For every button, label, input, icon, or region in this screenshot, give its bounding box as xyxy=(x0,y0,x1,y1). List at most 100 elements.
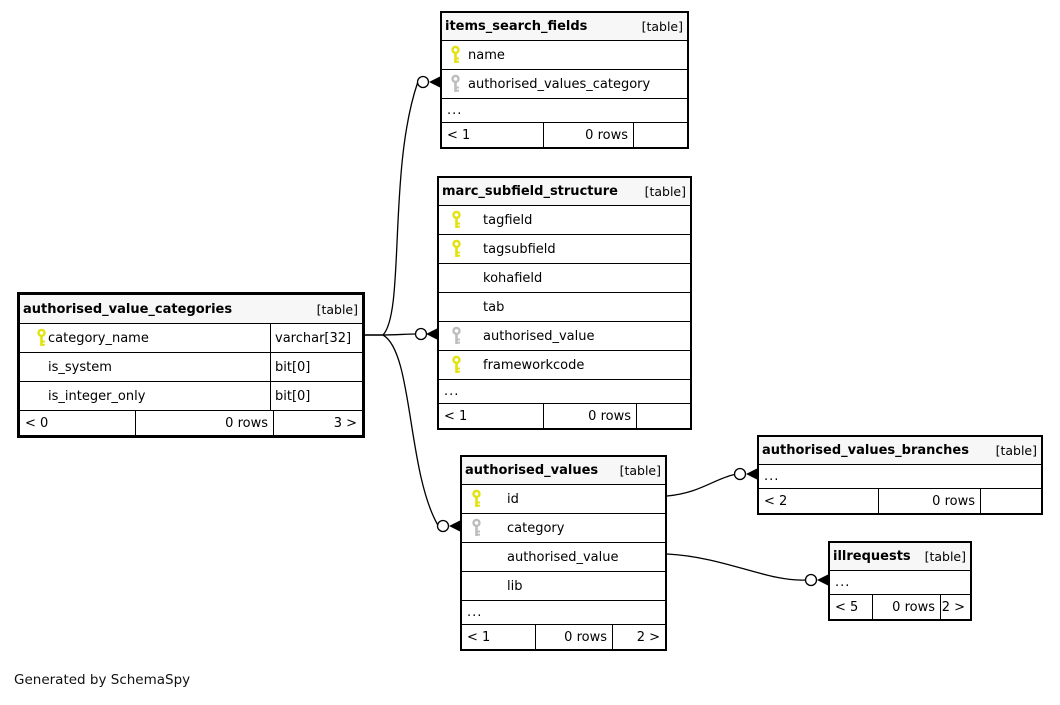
foreign-key-icon xyxy=(472,518,481,536)
table-authorised-values-branches[interactable]: authorised_values_branches [table]... < 2 0… xyxy=(757,435,1043,515)
footer-row-count: 0 rows xyxy=(878,489,980,513)
table-type-badge: [table] xyxy=(924,549,966,564)
footer-children-count: 2 > xyxy=(612,625,665,649)
column-name: tagfield xyxy=(483,212,533,228)
table-items-search-fields[interactable]: items_search_fields [table] name authorised… xyxy=(440,11,689,149)
footer-parents-count: < 1 xyxy=(444,408,468,424)
edge-arrowhead xyxy=(746,468,758,480)
table-footer: < 1 0 rows xyxy=(439,403,690,428)
primary-key-icon xyxy=(452,239,461,257)
table-header[interactable]: marc_subfield_structure[table] xyxy=(439,178,690,205)
edge-authorised-values-to-illrequests xyxy=(666,553,806,581)
column-name: category xyxy=(507,520,565,536)
column-type: bit[0] xyxy=(270,353,362,381)
footer-row-count: 0 rows xyxy=(543,123,633,147)
column-name: name xyxy=(468,47,505,63)
column-row-category_name: category_name varchar[32] xyxy=(20,323,362,352)
column-row-tagsubfield: tagsubfield xyxy=(439,234,690,263)
table-header[interactable]: authorised_value_categories [table] xyxy=(20,295,362,323)
footer-children-count xyxy=(980,489,1041,513)
column-row-is_system: is_system bit[0] xyxy=(20,352,362,381)
table-name[interactable]: authorised_values_branches xyxy=(762,443,969,458)
column-name: is_integer_only xyxy=(48,388,146,404)
table-type-badge: [table] xyxy=(619,463,661,478)
table-type-badge: [table] xyxy=(641,19,683,34)
column-type: varchar[32] xyxy=(270,324,362,352)
table-authorised-values[interactable]: authorised_values [table] id category author… xyxy=(460,455,667,651)
column-type: bit[0] xyxy=(270,382,362,410)
more-columns-ellipsis: ... xyxy=(830,570,970,594)
generated-by-note: Generated by SchemaSpy xyxy=(14,672,191,688)
table-header[interactable]: illrequests [table] xyxy=(830,543,970,570)
edge-arrowhead xyxy=(426,328,438,340)
column-name: tagsubfield xyxy=(483,241,556,257)
more-columns-ellipsis: ... xyxy=(442,98,687,122)
footer-parents-count: < 0 xyxy=(25,415,49,431)
table-footer: < 1 0 rows xyxy=(442,122,687,147)
footer-children-count xyxy=(633,123,687,147)
footer-parents-count: < 1 xyxy=(447,127,471,143)
table-name[interactable]: authorised_values xyxy=(465,463,599,478)
edge-authorised-values-to-branches xyxy=(666,473,735,497)
table-name[interactable]: authorised_value_categories xyxy=(23,301,233,317)
foreign-key-icon xyxy=(451,74,460,92)
column-name: tab xyxy=(483,299,505,315)
column-row-authorised_value: authorised_value xyxy=(462,542,665,571)
edge-categories-to-authorised-values xyxy=(365,334,439,525)
edge-arrowhead xyxy=(449,520,461,532)
primary-key-icon xyxy=(451,45,460,63)
edge-endpoint-circle xyxy=(733,467,747,481)
primary-key-icon xyxy=(452,210,461,228)
footer-children-count: 2 > xyxy=(940,595,970,619)
table-header[interactable]: authorised_values_branches [table] xyxy=(759,437,1041,464)
column-row-name: name xyxy=(442,40,687,69)
foreign-key-icon xyxy=(452,326,461,344)
column-row-tab: tab xyxy=(439,292,690,321)
column-name: lib xyxy=(507,578,523,594)
column-name: authorised_values_category xyxy=(468,76,651,92)
column-row-id: id xyxy=(462,484,665,513)
more-columns-ellipsis: ... xyxy=(462,600,665,624)
footer-row-count: 0 rows xyxy=(872,595,940,619)
footer-row-count: 0 rows xyxy=(543,404,636,428)
edge-arrowhead xyxy=(429,76,441,88)
more-columns-ellipsis: ... xyxy=(439,379,690,403)
primary-key-icon xyxy=(452,355,461,373)
column-name: id xyxy=(507,491,519,507)
column-name: authorised_value xyxy=(507,549,619,565)
table-name[interactable]: marc_subfield_structure xyxy=(442,184,618,199)
footer-children-count xyxy=(636,404,690,428)
footer-parents-count: < 5 xyxy=(835,599,859,615)
more-columns-ellipsis: ... xyxy=(759,464,1041,488)
table-name[interactable]: illrequests xyxy=(833,549,911,564)
table-name[interactable]: items_search_fields xyxy=(445,19,588,34)
column-row-lib: lib xyxy=(462,571,665,600)
edge-endpoint-circle xyxy=(414,327,428,341)
table-type-badge: [table] xyxy=(316,301,358,317)
footer-parents-count: < 2 xyxy=(764,493,788,509)
edge-endpoint-circle xyxy=(804,573,818,587)
primary-key-icon xyxy=(37,328,46,346)
column-name: category_name xyxy=(48,330,149,346)
column-row-kohafield: kohafield xyxy=(439,263,690,292)
column-row-category: category xyxy=(462,513,665,542)
edge-endpoint-circle xyxy=(436,519,450,533)
footer-row-count: 0 rows xyxy=(135,411,273,435)
edge-endpoint-circle xyxy=(416,75,430,89)
table-type-badge: [table] xyxy=(995,443,1037,458)
column-name: is_system xyxy=(48,359,112,375)
table-header[interactable]: items_search_fields [table] xyxy=(442,13,687,40)
column-row-is_integer_only: is_integer_only bit[0] xyxy=(20,381,362,410)
table-header[interactable]: authorised_values [table] xyxy=(462,457,665,484)
table-marc-subfield-structure[interactable]: marc_subfield_structure[table] tagfield ta… xyxy=(437,176,692,430)
table-authorised-value-categories[interactable]: authorised_value_categories [table] catego… xyxy=(17,292,365,438)
footer-parents-count: < 1 xyxy=(467,629,491,645)
footer-row-count: 0 rows xyxy=(535,625,612,649)
column-name: authorised_value xyxy=(483,328,595,344)
